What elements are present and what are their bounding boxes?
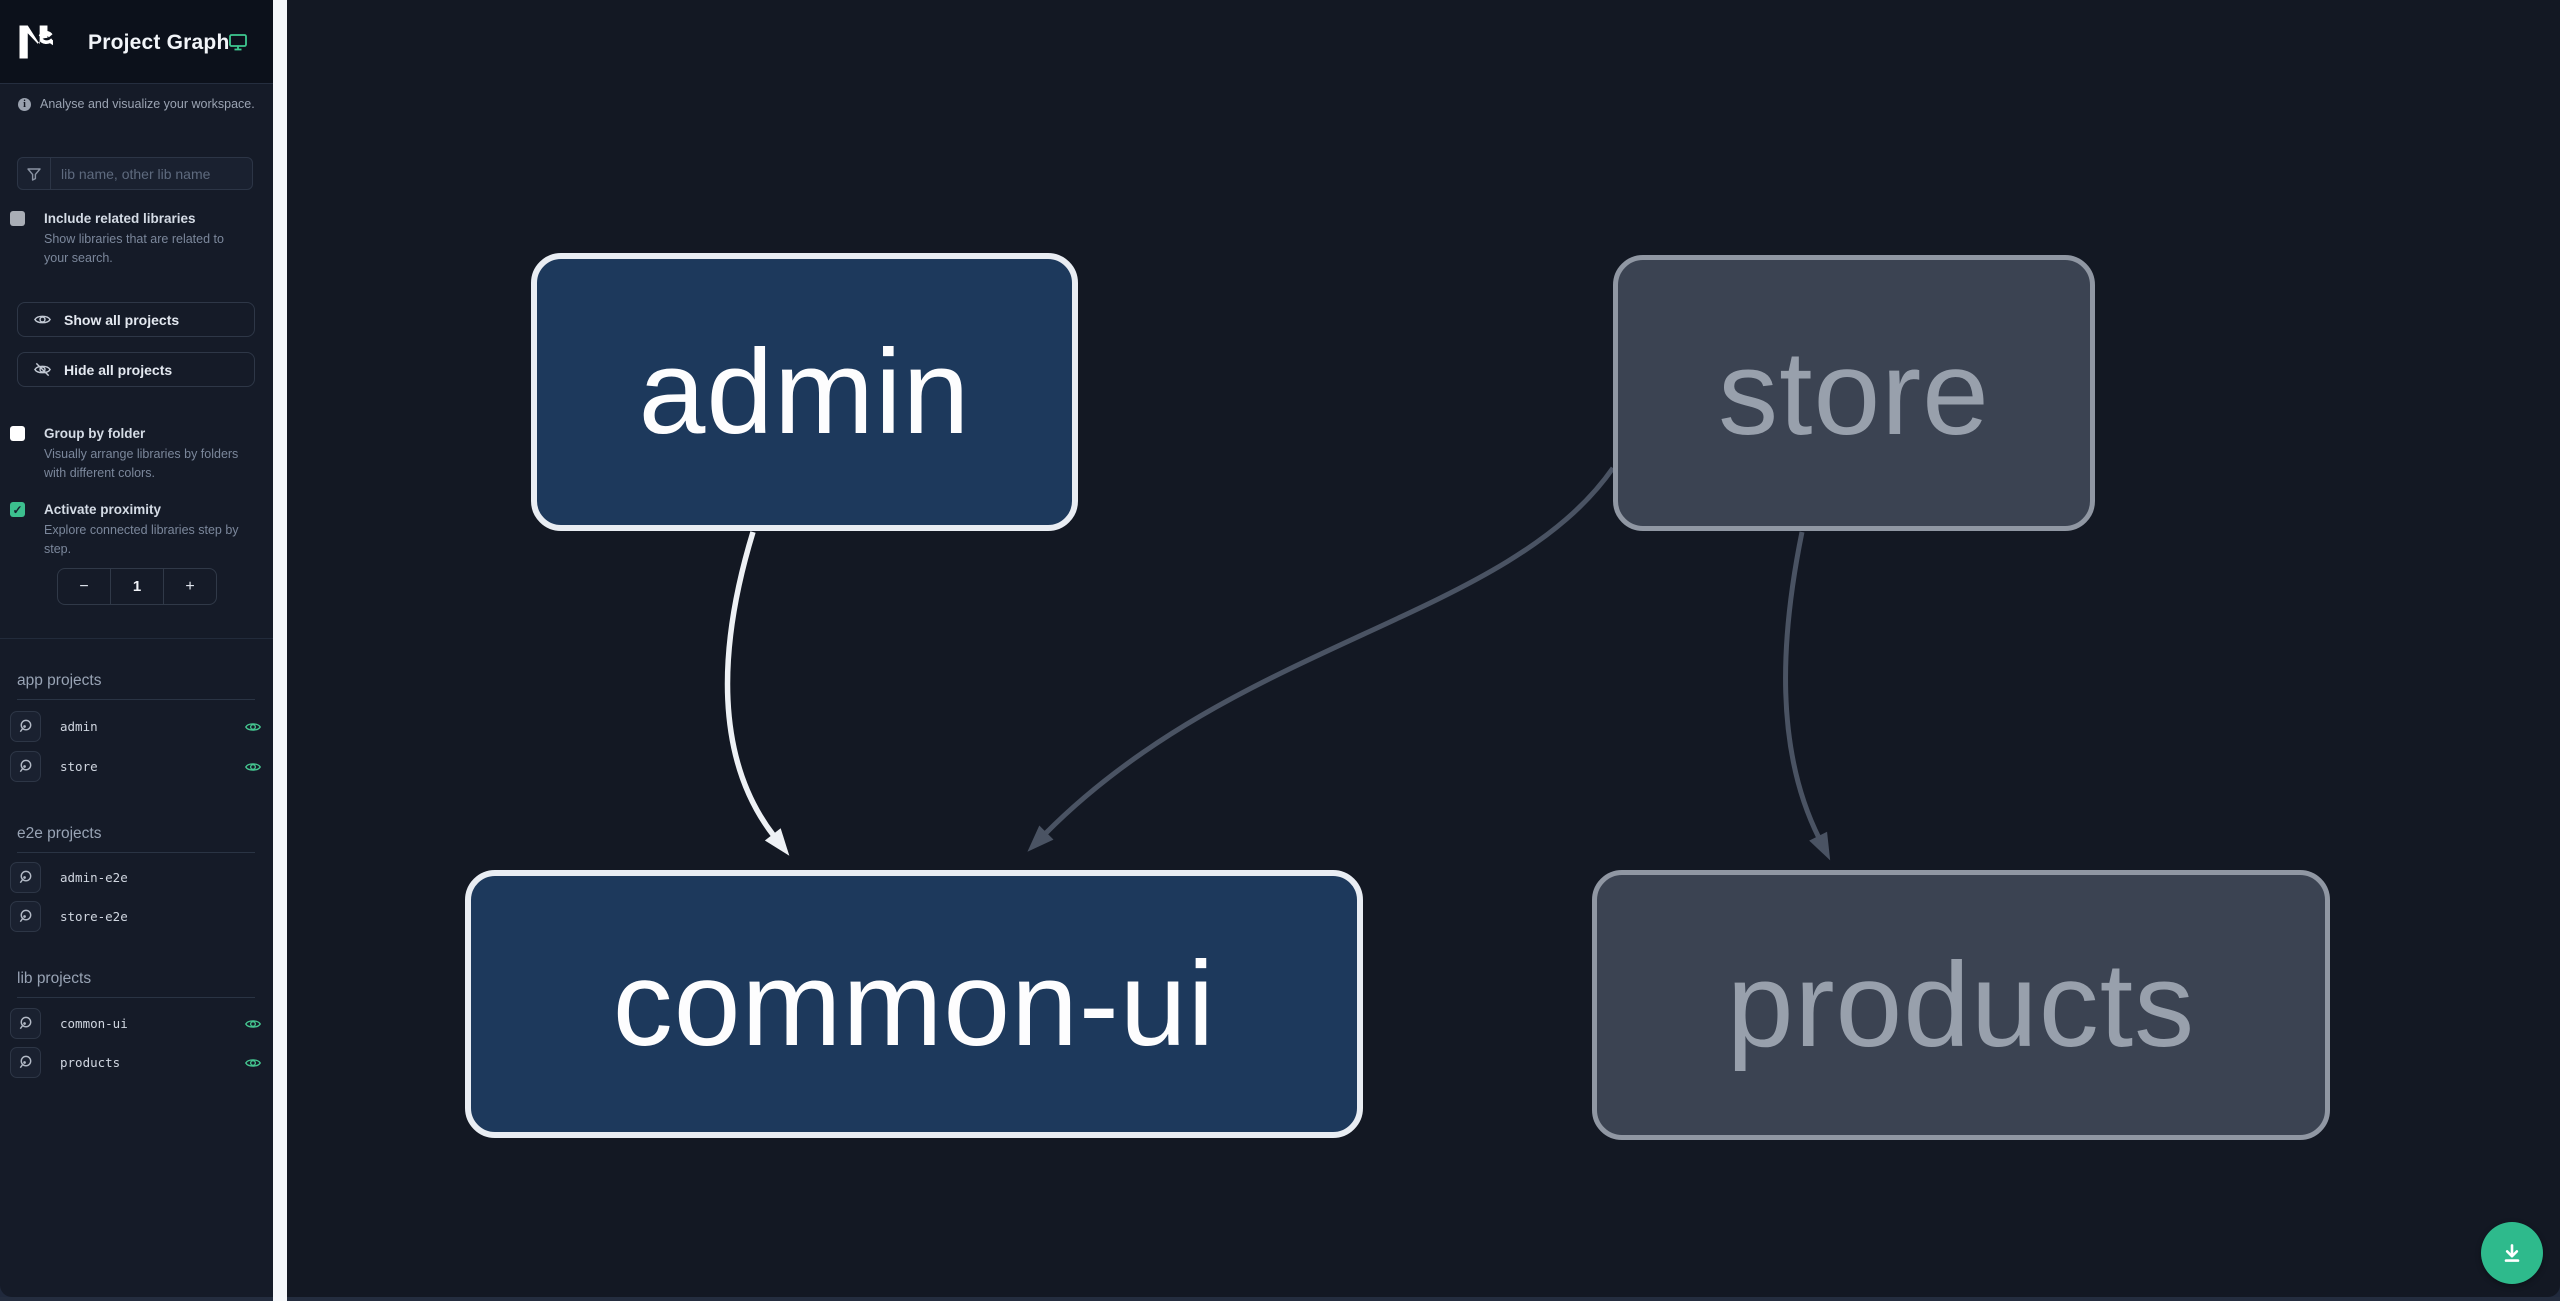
info-icon: i	[18, 98, 31, 111]
project-name[interactable]: common-ui	[60, 1016, 128, 1031]
project-row-products: products	[10, 1047, 263, 1078]
download-icon	[2504, 1244, 2520, 1262]
focus-project-button[interactable]	[10, 711, 41, 742]
filter-icon	[18, 158, 51, 189]
focus-icon	[19, 909, 32, 923]
search-input[interactable]	[51, 158, 252, 189]
project-name[interactable]: store	[60, 759, 98, 774]
window-bottom-edge	[0, 1297, 2560, 1301]
proximity-decrement-button[interactable]: −	[58, 569, 111, 604]
graph-edges	[724, 466, 1831, 861]
graph-node-label: products	[1726, 938, 2196, 1072]
focus-icon	[19, 759, 32, 773]
show-all-projects-button[interactable]: Show all projects	[17, 302, 255, 337]
visibility-eye-icon[interactable]	[244, 1054, 262, 1072]
group-by-folder-label: Group by folder	[44, 426, 146, 441]
project-row-store: store	[10, 751, 263, 782]
graph-canvas[interactable]: admin store common-ui products	[287, 0, 2560, 1297]
tagline-row: i Analyse and visualize your workspace.	[18, 97, 255, 111]
project-row-store-e2e: store-e2e	[10, 901, 263, 932]
hide-all-projects-button[interactable]: Hide all projects	[17, 352, 255, 387]
nx-logo-icon	[19, 25, 53, 59]
tagline-text: Analyse and visualize your workspace.	[40, 97, 255, 111]
show-all-projects-label: Show all projects	[64, 311, 180, 328]
graph-node-label: admin	[638, 325, 971, 459]
graph-node-products[interactable]: products	[1592, 870, 2330, 1140]
project-row-admin-e2e: admin-e2e	[10, 862, 263, 893]
sidebar-header: Project Graph	[0, 0, 273, 84]
section-title-lib-projects: lib projects	[17, 970, 255, 998]
sidebar-section-divider	[0, 638, 273, 639]
eye-off-icon	[34, 362, 51, 377]
focus-icon	[19, 1055, 32, 1069]
proximity-stepper: − 1 +	[57, 568, 217, 605]
project-name[interactable]: products	[60, 1055, 121, 1070]
group-by-folder-checkbox[interactable]	[10, 426, 25, 441]
edge-store-to-products[interactable]	[1783, 531, 1831, 861]
project-name[interactable]: admin-e2e	[60, 870, 128, 885]
activate-proximity-checkbox[interactable]: ✓	[10, 502, 25, 517]
proximity-value: 1	[132, 578, 142, 595]
page-title: Project Graph	[88, 31, 230, 54]
focus-project-button[interactable]	[10, 751, 41, 782]
edge-store-to-common-ui[interactable]	[1027, 466, 1616, 852]
download-graph-button[interactable]	[2481, 1222, 2543, 1284]
graph-node-label: store	[1718, 326, 1990, 460]
focus-project-button[interactable]	[10, 862, 41, 893]
graph-node-common-ui[interactable]: common-ui	[465, 870, 1363, 1138]
eye-icon	[34, 315, 51, 324]
focus-project-button[interactable]	[10, 1047, 41, 1078]
visibility-eye-icon[interactable]	[244, 758, 262, 776]
hide-all-projects-label: Hide all projects	[64, 361, 173, 378]
focus-project-button[interactable]	[10, 901, 41, 932]
activate-proximity-label: Activate proximity	[44, 502, 162, 517]
proximity-increment-button[interactable]: +	[163, 569, 216, 604]
group-by-folder-row: Group by folder Visually arrange librari…	[10, 425, 249, 483]
include-related-checkbox[interactable]	[10, 211, 25, 226]
sidebar: Project Graph i Analyse and visualize yo…	[0, 0, 273, 1297]
project-name[interactable]: store-e2e	[60, 909, 128, 924]
monitor-icon[interactable]	[228, 32, 248, 52]
focus-icon	[19, 870, 32, 884]
section-title-e2e-projects: e2e projects	[17, 825, 255, 853]
section-title-app-projects: app projects	[17, 672, 255, 700]
focus-project-button[interactable]	[10, 1008, 41, 1039]
visibility-eye-icon[interactable]	[244, 718, 262, 736]
focus-icon	[19, 719, 32, 733]
project-row-common-ui: common-ui	[10, 1008, 263, 1039]
graph-node-store[interactable]: store	[1613, 255, 2095, 531]
activate-proximity-row: ✓ Activate proximity Explore connected l…	[10, 501, 249, 559]
search-box	[17, 157, 253, 190]
panel-resize-divider[interactable]	[273, 0, 287, 1301]
graph-node-label: common-ui	[612, 937, 1216, 1071]
activate-proximity-description: Explore connected libraries step by step…	[44, 523, 239, 556]
include-related-label: Include related libraries	[44, 211, 196, 226]
graph-node-admin[interactable]: admin	[531, 253, 1078, 531]
include-related-description: Show libraries that are related to your …	[44, 232, 224, 265]
project-name[interactable]: admin	[60, 719, 98, 734]
visibility-eye-icon[interactable]	[244, 1015, 262, 1033]
edge-admin-to-common-ui[interactable]	[724, 531, 790, 856]
include-related-row: Include related libraries Show libraries…	[10, 210, 249, 268]
focus-icon	[19, 1016, 32, 1030]
project-row-admin: admin	[10, 711, 263, 742]
group-by-folder-description: Visually arrange libraries by folders wi…	[44, 447, 239, 480]
